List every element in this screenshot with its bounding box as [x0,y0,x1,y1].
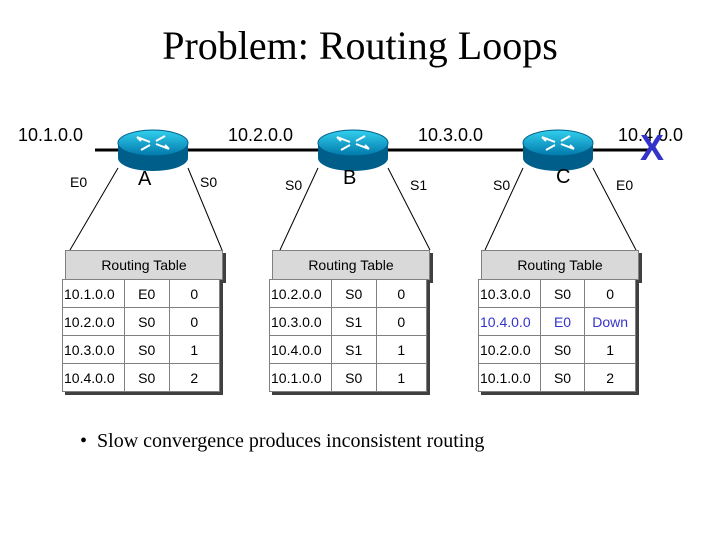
route-metric: 1 [375,335,428,364]
route-interface: S0 [330,279,377,308]
connector-a-right [187,167,223,251]
route-metric: 1 [584,335,636,364]
page-title: Problem: Routing Loops [162,23,558,68]
routing-table-title: Routing Table [481,250,639,280]
port-a-s0: S0 [200,174,218,190]
route-interface: S0 [330,363,377,392]
connector-c-right [592,167,637,251]
link-down-mark: X [640,127,665,168]
route-metric: 0 [168,307,221,336]
route-metric: 0 [168,279,221,308]
port-a-e0: E0 [70,174,88,190]
router-c-icon [522,129,594,171]
bullet-point: • Slow convergence produces inconsistent… [80,430,485,452]
connector-b-right [387,167,431,251]
route-network: 10.1.0.0 [269,363,332,392]
port-b-s0: S0 [285,177,303,193]
route-interface: E0 [123,279,170,308]
router-b-icon [317,129,389,171]
connector-c-left [484,167,524,251]
router-b-label: B [343,167,357,189]
connector-a-left [69,167,119,251]
route-metric: Down [584,307,636,336]
route-network: 10.3.0.0 [62,335,125,364]
route-network: 10.4.0.0 [478,307,541,336]
connector-b-left [279,167,319,251]
routing-table-title: Routing Table [272,250,430,280]
bullet-text: Slow convergence produces inconsistent r… [97,430,485,452]
route-interface: E0 [539,307,586,336]
network-label-1: 10.1.0.0 [18,125,84,145]
route-interface: S0 [123,363,170,392]
port-c-e0: E0 [616,177,634,193]
route-network: 10.1.0.0 [478,363,541,392]
route-interface: S0 [123,335,170,364]
network-label-4: 10.4.0.0 [618,125,684,145]
route-network: 10.3.0.0 [478,279,541,308]
route-network: 10.2.0.0 [269,279,332,308]
port-c-s0: S0 [493,177,511,193]
route-interface: S0 [539,363,586,392]
route-interface: S0 [123,307,170,336]
route-interface: S1 [330,335,377,364]
route-network: 10.2.0.0 [478,335,541,364]
route-metric: 0 [375,307,428,336]
route-interface: S0 [539,279,586,308]
route-interface: S1 [330,307,377,336]
routing-table-title: Routing Table [65,250,223,280]
route-metric: 1 [168,335,221,364]
router-a-label: A [138,168,152,190]
router-a-icon [117,129,189,171]
port-b-s1: S1 [410,177,428,193]
route-metric: 2 [584,363,636,392]
route-metric: 0 [584,279,636,308]
route-network: 10.1.0.0 [62,279,125,308]
route-network: 10.3.0.0 [269,307,332,336]
network-label-3: 10.3.0.0 [418,125,484,145]
route-metric: 2 [168,363,221,392]
route-metric: 1 [375,363,428,392]
network-label-2: 10.2.0.0 [228,125,294,145]
router-c-label: C [556,166,571,188]
route-network: 10.4.0.0 [62,363,125,392]
route-network: 10.4.0.0 [269,335,332,364]
route-metric: 0 [375,279,428,308]
route-network: 10.2.0.0 [62,307,125,336]
route-interface: S0 [539,335,586,364]
